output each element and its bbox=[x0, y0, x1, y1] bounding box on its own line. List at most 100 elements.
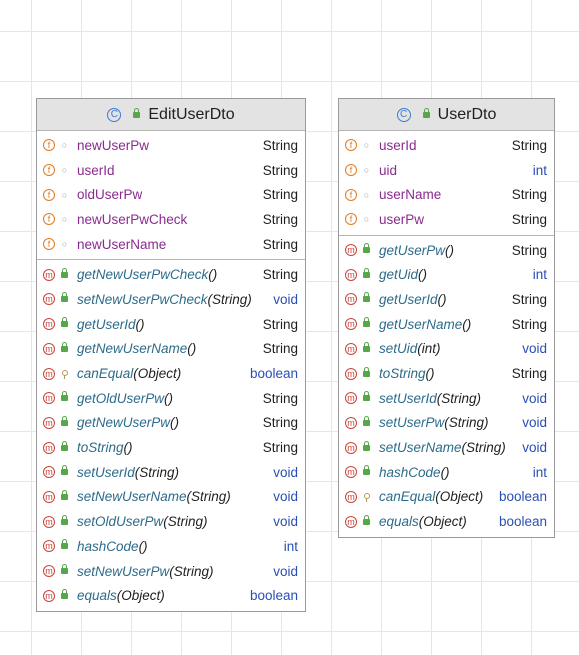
field-type: String bbox=[511, 137, 547, 153]
method-row[interactable]: m setUid(int) void bbox=[339, 337, 554, 362]
method-name: setNewUserPwCheck bbox=[77, 291, 208, 307]
public-lock-icon bbox=[361, 440, 372, 454]
method-name: setNewUserName bbox=[77, 489, 187, 505]
method-params: (String) bbox=[444, 415, 489, 431]
method-params: (Object) bbox=[418, 514, 467, 530]
return-type: String bbox=[511, 242, 547, 258]
method-name: setUserId bbox=[77, 464, 135, 480]
field-name: userId bbox=[77, 162, 115, 178]
method-params: (String) bbox=[461, 440, 506, 456]
method-icon: m bbox=[43, 342, 55, 355]
method-icon: m bbox=[43, 589, 55, 602]
method-name: getNewUserPw bbox=[77, 415, 171, 431]
method-signature: getUserPw() bbox=[379, 243, 506, 258]
return-type: String bbox=[511, 316, 547, 332]
public-lock-icon bbox=[361, 391, 372, 404]
public-lock-icon bbox=[361, 292, 372, 305]
public-lock-icon bbox=[59, 539, 70, 552]
field-name: userPw bbox=[379, 211, 425, 227]
method-params: (String) bbox=[163, 514, 208, 530]
method-name: toString bbox=[77, 440, 124, 456]
public-lock-icon bbox=[361, 341, 372, 355]
method-signature: canEqual(Object) bbox=[379, 489, 493, 504]
field-icon: f bbox=[345, 139, 357, 152]
method-signature: canEqual(Object) bbox=[77, 366, 244, 381]
return-type: boolean bbox=[498, 514, 547, 530]
method-icon: m bbox=[345, 342, 357, 355]
return-type: int bbox=[283, 538, 298, 554]
field-icon: f bbox=[43, 213, 55, 226]
method-name: getNewUserPwCheck bbox=[77, 267, 209, 283]
method-params: (String) bbox=[186, 489, 231, 505]
method-name: canEqual bbox=[379, 489, 436, 505]
method-signature: setOldUserPw(String) bbox=[77, 514, 267, 529]
field-type: int bbox=[532, 162, 547, 178]
return-type: void bbox=[273, 291, 298, 307]
method-signature: setNewUserPwCheck(String) bbox=[77, 292, 267, 307]
public-lock-icon bbox=[59, 514, 70, 528]
method-signature: toString() bbox=[379, 366, 506, 381]
return-type: int bbox=[532, 464, 547, 480]
method-name: setUserId bbox=[379, 390, 437, 406]
method-icon: m bbox=[43, 416, 55, 429]
method-signature: setUid(int) bbox=[379, 341, 516, 356]
return-type: void bbox=[273, 464, 298, 480]
private-circle-icon: ○ bbox=[363, 214, 370, 225]
field-icon: f bbox=[345, 213, 357, 226]
private-circle-icon: ○ bbox=[61, 165, 68, 176]
public-lock-icon bbox=[59, 317, 70, 330]
class-header[interactable]: C UserDto bbox=[339, 99, 554, 131]
method-icon: m bbox=[345, 367, 357, 380]
method-params: () bbox=[164, 390, 174, 406]
return-type: void bbox=[522, 341, 547, 357]
class-title: EditUserDto bbox=[148, 105, 235, 123]
method-name: getNewUserName bbox=[77, 341, 188, 357]
method-icon: m bbox=[43, 367, 55, 380]
method-signature: setUserId(String) bbox=[77, 465, 267, 480]
method-icon: m bbox=[345, 466, 357, 479]
field-icon: f bbox=[43, 164, 55, 177]
class-header[interactable]: C EditUserDto bbox=[37, 99, 305, 131]
return-type: void bbox=[273, 514, 298, 530]
method-icon: m bbox=[345, 293, 357, 306]
field-type: String bbox=[262, 236, 298, 252]
